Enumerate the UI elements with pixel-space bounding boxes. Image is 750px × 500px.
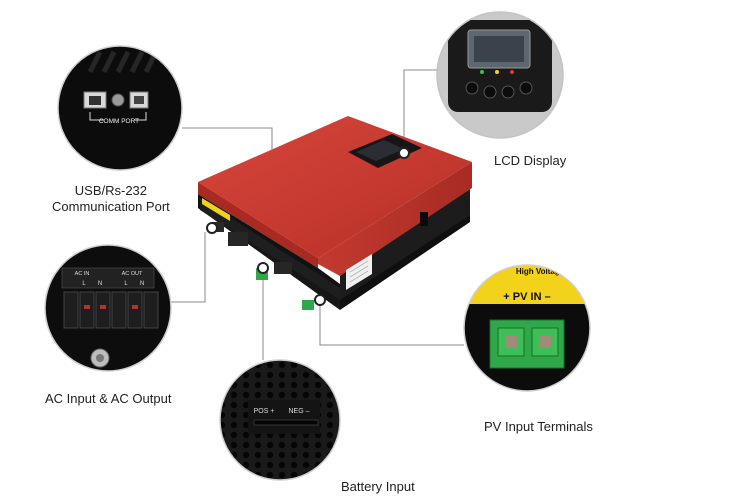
label-usb-line1: USB/Rs-232 (74, 183, 148, 198)
zoom-ac: AC IN AC OUT L N L N (44, 244, 172, 372)
lcd-screen (356, 140, 404, 161)
ac-in-marking: AC IN (75, 271, 90, 277)
zoom-lcd (436, 11, 564, 139)
screw (111, 93, 125, 107)
ac-out-l: L (124, 281, 128, 287)
anchor-usb (206, 222, 218, 234)
leader-pv (319, 300, 464, 346)
ac-out-marking: AC OUT (122, 271, 143, 277)
right-red-face (318, 162, 472, 276)
zoom-pv: High Voltage + PV IN – (463, 264, 591, 392)
comm-port-marking: COMM PORT (99, 118, 139, 125)
zoom-battery: POS + NEG – (219, 359, 341, 481)
leader-ac (171, 232, 206, 303)
pos-marking: POS + (254, 408, 275, 415)
front-port-3 (274, 262, 292, 274)
battery-slot (253, 419, 319, 426)
right-side-panel (340, 185, 470, 300)
lcd-button-1 (465, 81, 479, 95)
zoom-usb: COMM PORT (57, 45, 183, 171)
lcd-button-3 (501, 85, 515, 99)
power-switch (420, 212, 428, 226)
front-port-2 (228, 232, 248, 246)
lcd-button-2 (483, 85, 497, 99)
leader-lcd (403, 69, 437, 153)
high-voltage-marking: High Voltage (516, 267, 565, 276)
label-usb: USB/Rs-232 Communication Port (52, 183, 170, 215)
front-green-terminal-2 (302, 300, 314, 310)
label-lcd: LCD Display (494, 153, 567, 168)
label-pv: PV Input Terminals (484, 419, 593, 434)
pv-in-marking: + PV IN – (503, 291, 550, 303)
anchor-lcd (398, 147, 410, 159)
neg-marking: NEG – (288, 408, 309, 415)
front-red-edge (198, 182, 318, 268)
front-lower-block (200, 198, 340, 300)
anchor-pv (314, 294, 326, 306)
lcd-button-4 (519, 81, 533, 95)
ac-out-n: N (140, 281, 144, 287)
side-info-label (346, 254, 372, 290)
anchor-battery (257, 262, 269, 274)
label-ac: AC Input & AC Output (45, 391, 172, 406)
label-battery: Battery Input (341, 479, 415, 494)
ac-in-l: L (82, 281, 86, 287)
label-usb-line2: Communication Port (52, 199, 170, 214)
front-port-1 (212, 222, 224, 232)
inverter-body (198, 116, 472, 310)
ac-in-n: N (98, 281, 102, 287)
warning-label (202, 198, 230, 221)
